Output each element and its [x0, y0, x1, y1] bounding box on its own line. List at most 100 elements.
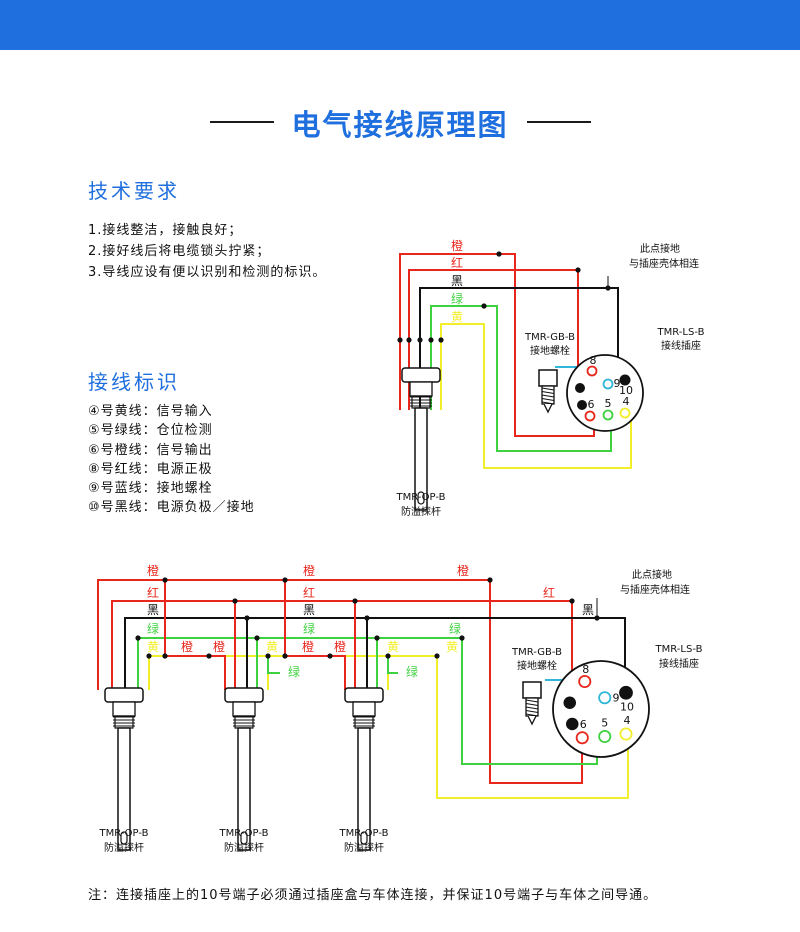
junction-dot-bottom — [135, 635, 141, 641]
junction-dot-bottom — [282, 577, 288, 583]
bolt-head — [538, 369, 558, 387]
socket-pin-9 — [602, 378, 614, 390]
socket-pin-8 — [578, 674, 592, 689]
socket-pin-8 — [586, 365, 598, 377]
requirement-item: 2.接好线后将电缆锁头拧紧； — [88, 244, 271, 259]
probe-slot — [240, 831, 248, 845]
junction-dot-bottom — [364, 615, 370, 621]
junction-dot-top — [496, 251, 502, 257]
junction-dot-bottom — [434, 653, 440, 659]
black-wire-top — [419, 287, 619, 410]
probe-name-b2: 防溢探杆 — [224, 841, 264, 854]
probe-name-top: 防溢探杆 — [401, 505, 441, 518]
socket-blind-hole — [577, 400, 587, 410]
pin-label-4: 4 — [623, 395, 630, 408]
title-rule-left — [210, 121, 274, 123]
overflow-probe — [401, 367, 441, 511]
bolt-thread — [525, 699, 539, 703]
label-orange-b1: 橙 — [147, 563, 159, 578]
probe-rod — [357, 727, 371, 851]
ground-bolt-model-top: TMR-GB-B — [524, 332, 575, 343]
label-red-b2: 红 — [303, 585, 315, 600]
pin-label-10: 10 — [619, 384, 633, 397]
socket-pin-6 — [584, 410, 596, 422]
junction-dot-bottom — [244, 615, 250, 621]
wiring-legend-list: ④号黄线：信号输入 ⑤号绿线：仓位检测 ⑥号橙线：信号输出 ⑧号红线：电源正极 … — [88, 402, 255, 518]
ground-bolt-graphic — [522, 681, 542, 726]
legend-item: ⑩号黑线：电源负极／接地 — [88, 500, 255, 516]
pin-label-10: 10 — [620, 700, 634, 713]
junction-dot-bottom — [162, 577, 168, 583]
label-yellow-b2: 黄 — [266, 640, 278, 654]
pin-label-6: 6 — [588, 398, 595, 411]
junction-dot-top — [481, 303, 487, 309]
probe-cap — [401, 367, 441, 383]
footer-note: 注：连接插座上的10号端子必须通过插座盒与车体连接，并保证10号端子与车体之间导… — [88, 888, 658, 903]
socket-blind-hole — [563, 696, 576, 709]
ground-bolt-name-bottom: 接地螺栓 — [517, 659, 557, 672]
junction-dot-bottom — [282, 653, 288, 659]
probe-name-b3: 防溢探杆 — [344, 841, 384, 854]
page-title: 电气接线原理图 — [291, 108, 509, 142]
socket-pin-4 — [619, 727, 633, 741]
legend-item: ⑧号红线：电源正极 — [88, 461, 213, 477]
junction-dot-top — [417, 337, 423, 343]
junction-dot-top — [428, 337, 434, 343]
orange-wire-top — [399, 253, 595, 437]
label-green-b4: 绿 — [288, 664, 300, 679]
label-red-b3: 红 — [543, 585, 555, 600]
label-green-top: 绿 — [451, 291, 463, 306]
legend-item: ⑤号绿线：仓位检测 — [88, 423, 213, 439]
title-rule-right — [527, 121, 591, 123]
overflow-probe — [104, 687, 144, 851]
probe-cap — [224, 687, 264, 703]
label-green-b2: 绿 — [303, 621, 315, 636]
probe-rod — [414, 407, 428, 511]
socket-pin-5 — [602, 409, 614, 421]
requirement-item: 3.导线应设有便以识别和检测的标识。 — [88, 265, 327, 280]
junction-dot-bottom — [459, 635, 465, 641]
label-red-top: 红 — [451, 255, 463, 270]
orange-wire-bottom — [97, 579, 583, 784]
probe-slot — [120, 831, 128, 845]
pin-label-5: 5 — [601, 717, 608, 730]
junction-dot-bottom — [385, 653, 391, 659]
label-orange-b3: 橙 — [457, 563, 469, 578]
bolt-thread — [525, 710, 539, 713]
junction-dot-bottom — [162, 653, 168, 659]
wiring-legend-heading: 接线标识 — [88, 370, 180, 394]
junction-dot-bottom — [374, 635, 380, 641]
probe-model-b2: TMR-OP-B — [219, 828, 269, 839]
socket-blind-hole — [575, 383, 585, 393]
socket-model-bottom: TMR-LS-B — [655, 644, 703, 655]
label-orange-b6: 橙 — [302, 639, 314, 654]
tech-requirements-heading: 技术要求 — [88, 179, 180, 203]
bolt-thread — [541, 401, 555, 405]
title-area: 电气接线原理图 — [0, 100, 800, 144]
overflow-probe — [344, 687, 384, 851]
bolt-thread — [525, 706, 539, 710]
socket-pin-6 — [575, 731, 589, 745]
probe-slot — [417, 491, 425, 505]
label-black-b2: 黑 — [303, 603, 315, 617]
probe-model-top: TMR-OP-B — [396, 492, 446, 503]
probe-name-b1: 防溢探杆 — [104, 841, 144, 854]
probe-model-b1: TMR-OP-B — [99, 828, 149, 839]
ground-note-line1-bottom: 此点接地 — [632, 568, 672, 581]
junction-dot-bottom — [352, 598, 358, 604]
socket-blind-hole — [566, 717, 579, 731]
bolt-thread — [525, 713, 539, 717]
top-banner — [0, 0, 800, 50]
probe-nut — [232, 701, 256, 717]
socket-pin-4 — [619, 407, 631, 419]
junction-dot-top — [406, 337, 412, 343]
pin-label-9: 9 — [614, 377, 621, 390]
junction-dot-top — [438, 337, 444, 343]
pin-label-6: 6 — [580, 718, 587, 731]
label-orange-b4: 橙 — [181, 639, 193, 654]
label-yellow-top: 黄 — [451, 310, 463, 324]
overflow-probe — [224, 687, 264, 851]
label-yellow-b3: 黄 — [387, 640, 399, 654]
junction-dot-bottom — [569, 598, 575, 604]
label-green-b3: 绿 — [449, 621, 461, 636]
